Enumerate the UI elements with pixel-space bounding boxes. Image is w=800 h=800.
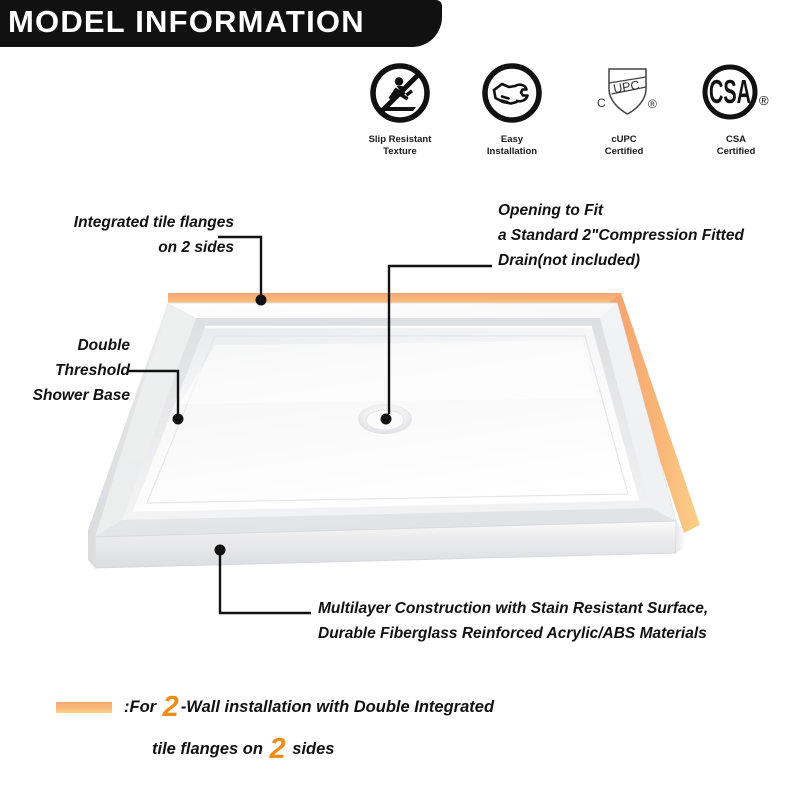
legend-row2-suffix: sides bbox=[292, 739, 335, 758]
leader-line-opening bbox=[387, 264, 492, 414]
legend-row1-prefix: :For bbox=[124, 697, 157, 716]
badge-cupc: UPC C ® cUPC Certified bbox=[572, 58, 676, 157]
base-basin-floor bbox=[133, 327, 639, 511]
callout-line2: a Standard 2"Compression Fitted bbox=[498, 227, 744, 244]
cupc-shield-icon: UPC C ® bbox=[588, 58, 660, 128]
callout-line3: Shower Base bbox=[32, 387, 130, 404]
leader-line-multilayer bbox=[218, 553, 311, 615]
legend: :For 2-Wall installation with Double Int… bbox=[56, 686, 756, 770]
basin-edge-highlight-bottom bbox=[132, 499, 640, 512]
badge-label-line2: Certified bbox=[716, 145, 756, 157]
base-right-wall bbox=[600, 303, 676, 521]
legend-row-1: :For 2-Wall installation with Double Int… bbox=[56, 686, 756, 728]
callout-double-threshold: Double Threshold Shower Base bbox=[8, 333, 130, 408]
flange-strip-back bbox=[168, 293, 621, 306]
badge-easy-installation: Easy Installation bbox=[460, 58, 564, 157]
callout-line3: Drain(not included) bbox=[498, 252, 641, 269]
certification-badges: Slip Resistant Texture Easy bbox=[348, 58, 788, 157]
callout-line1: Double bbox=[77, 337, 130, 354]
callout-integrated-tile-flanges: Integrated tile flanges on 2 sides bbox=[22, 210, 234, 260]
legend-text-row1: :For 2-Wall installation with Double Int… bbox=[124, 692, 495, 721]
badge-label-slip-resistant: Slip Resistant Texture bbox=[369, 134, 432, 157]
drain-inner bbox=[365, 409, 405, 431]
badge-slip-resistant: Slip Resistant Texture bbox=[348, 58, 452, 157]
badge-label-line1: CSA bbox=[725, 134, 747, 145]
basin-sheen bbox=[180, 341, 596, 404]
page-title: MODEL INFORMATION bbox=[8, 4, 365, 39]
base-front-apron bbox=[94, 520, 677, 569]
callout-line1: Integrated tile flanges bbox=[73, 214, 234, 231]
callout-line2: Durable Fiberglass Reinforced Acrylic/AB… bbox=[318, 625, 707, 642]
drain-opening bbox=[358, 404, 412, 434]
legend-row1-number: 2 bbox=[162, 690, 179, 723]
basin-inner-outline bbox=[146, 335, 629, 504]
badge-label-line1: Easy bbox=[500, 134, 524, 145]
badge-label-csa: CSA Certified bbox=[717, 134, 756, 157]
badge-label-easy-installation: Easy Installation bbox=[487, 134, 537, 157]
callout-line2: on 2 sides bbox=[158, 239, 234, 256]
csa-mark-right: ® bbox=[759, 93, 769, 108]
badge-label-line2: Installation bbox=[486, 145, 538, 157]
legend-row-2: tile flanges on 2 sides bbox=[56, 728, 756, 770]
callout-multilayer-construction: Multilayer Construction with Stain Resis… bbox=[318, 596, 788, 646]
easy-installation-icon bbox=[481, 58, 543, 128]
callout-opening-to-fit: Opening to Fit a Standard 2"Compression … bbox=[498, 198, 788, 273]
base-top-deck bbox=[94, 302, 677, 538]
badge-csa: CSA ® CSA Certified bbox=[684, 58, 788, 157]
badge-label-line2: Certified bbox=[604, 145, 644, 157]
csa-monogram: CSA bbox=[709, 73, 751, 110]
callout-line2: Threshold bbox=[55, 362, 130, 379]
badge-label-line1: Slip Resistant bbox=[368, 134, 432, 145]
legend-text-row2: tile flanges on 2 sides bbox=[152, 734, 335, 763]
badge-label-line1: cUPC bbox=[611, 134, 637, 145]
leader-dot-flanges bbox=[255, 294, 267, 306]
legend-color-swatch bbox=[56, 701, 112, 713]
slip-resistant-icon bbox=[369, 58, 431, 128]
leader-line-double-threshold bbox=[128, 369, 180, 414]
legend-row2-number: 2 bbox=[269, 732, 286, 765]
base-inner-lip bbox=[122, 318, 650, 520]
header-bar bbox=[0, 0, 442, 47]
legend-row2-prefix: tile flanges on bbox=[152, 739, 263, 758]
callout-line1: Opening to Fit bbox=[498, 202, 604, 219]
cupc-mark-right: ® bbox=[648, 97, 657, 111]
leader-dot-multilayer bbox=[214, 544, 226, 556]
badge-label-cupc: cUPC Certified bbox=[605, 134, 644, 157]
leader-dot-opening bbox=[380, 413, 392, 425]
callout-line1: Multilayer Construction with Stain Resis… bbox=[318, 600, 709, 617]
flange-strip-right bbox=[608, 293, 700, 533]
cupc-shield-text: UPC bbox=[612, 78, 640, 96]
badge-label-line2: Texture bbox=[383, 145, 417, 157]
legend-row1-suffix: -Wall installation with Double Integrate… bbox=[180, 697, 495, 716]
csa-icon: CSA ® bbox=[699, 58, 773, 128]
base-right-rail bbox=[676, 521, 684, 553]
cupc-mark-left: C bbox=[597, 96, 606, 110]
leader-dot-double-threshold bbox=[172, 413, 184, 425]
